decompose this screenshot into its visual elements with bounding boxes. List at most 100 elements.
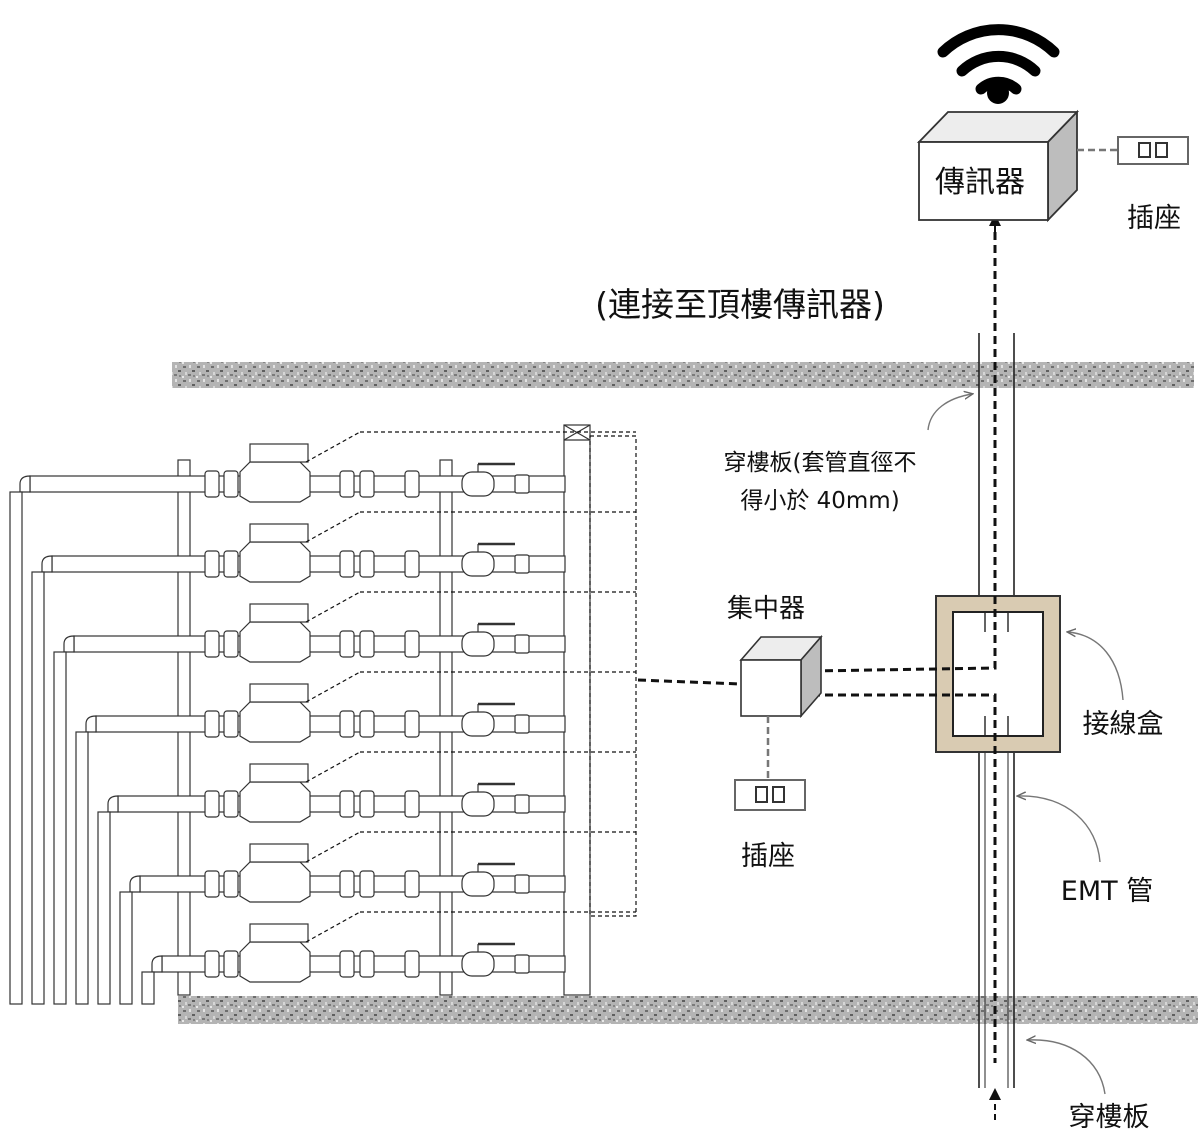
pipe-union [339, 550, 355, 578]
pipe-union [359, 790, 375, 818]
pipe-union [339, 790, 355, 818]
pipe-union [514, 474, 530, 494]
ball-valve-icon [461, 551, 495, 577]
pipe-union [404, 790, 420, 818]
meter-leader [305, 671, 361, 703]
pipe-union [359, 630, 375, 658]
meter-row [85, 671, 636, 743]
meter-row [107, 751, 636, 823]
pipe-union [339, 470, 355, 498]
pipe-union [404, 710, 420, 738]
pipe-union [223, 470, 239, 498]
wifi-icon-dot [987, 82, 1009, 104]
pipe-union [204, 950, 220, 978]
pipe-union [359, 470, 375, 498]
meter-leader [305, 751, 361, 783]
meter-register [249, 523, 309, 543]
riser-pipe [119, 891, 133, 1005]
water-meter-icon [239, 621, 311, 663]
pipe-union [359, 950, 375, 978]
riser-pipe [97, 811, 111, 1005]
pipe-union [404, 470, 420, 498]
pipe-union [514, 794, 530, 814]
pipe-union [223, 630, 239, 658]
pipe-union [223, 870, 239, 898]
pipe-union [359, 550, 375, 578]
pipe-union [339, 630, 355, 658]
water-meter-icon [239, 861, 311, 903]
ball-valve-icon [461, 791, 495, 817]
pipe-union [514, 634, 530, 654]
water-meter-icon [239, 461, 311, 503]
upper-floor-slab [172, 362, 1194, 388]
pipe-union [404, 950, 420, 978]
meter-row [129, 831, 636, 903]
connect-note: (連接至頂樓傳訊器) [595, 285, 885, 324]
transmitter-box [916, 109, 1080, 223]
pipe-elbow [85, 715, 97, 733]
pipe-union [223, 950, 239, 978]
meter-enclosure-outline [589, 435, 637, 917]
sleeve-pointer [927, 394, 972, 431]
supply-pipe [95, 715, 566, 733]
meter-row [19, 431, 636, 503]
pipe-union [404, 630, 420, 658]
riser-pipe [31, 571, 45, 1005]
junction-box-label: 接線盒 [1083, 709, 1164, 740]
pipe-elbow [129, 875, 141, 893]
meter-manifold [9, 424, 637, 1005]
pipe-elbow [19, 475, 31, 493]
riser-pipe [141, 971, 155, 1005]
pipe-union [339, 710, 355, 738]
meter-register [249, 843, 309, 863]
pipe-union [204, 470, 220, 498]
water-meter-icon [239, 781, 311, 823]
water-meter-icon [239, 701, 311, 743]
lower-floor-slab [178, 996, 1198, 1024]
floor-penetration-pointer [1028, 1040, 1106, 1095]
meter-row [151, 911, 636, 983]
emt-pointer [1018, 796, 1101, 863]
meter-register [249, 763, 309, 783]
pipe-union [514, 954, 530, 974]
ball-valve-icon [461, 471, 495, 497]
pipe-union [339, 950, 355, 978]
sleeve-note-line1: 穿樓板(套管直徑不 [724, 450, 917, 476]
transmitter-label: 傳訊器 [935, 165, 1025, 200]
meter-register [249, 443, 309, 463]
pipe-elbow [41, 555, 53, 573]
pipe-union [204, 630, 220, 658]
pipe-union [223, 790, 239, 818]
pipe-union [204, 710, 220, 738]
concentrator-box [739, 634, 823, 719]
outlet-mid-label: 插座 [741, 841, 795, 872]
pipe-union [404, 550, 420, 578]
pipe-union [359, 710, 375, 738]
pipe-union [514, 874, 530, 894]
pipe-union [204, 790, 220, 818]
water-meter-icon [239, 541, 311, 583]
riser-pipe [53, 651, 67, 1005]
ball-valve-icon [461, 951, 495, 977]
meter-register [249, 603, 309, 623]
sleeve-note-line2: 得小於 40mm) [740, 488, 899, 514]
riser-pipe [9, 491, 23, 1005]
meter-register [249, 683, 309, 703]
meter-leader [305, 831, 361, 863]
support-frame [177, 424, 591, 996]
water-meter-icon [239, 941, 311, 983]
junction-pointer [1068, 632, 1124, 701]
ball-valve-icon [461, 711, 495, 737]
riser-pipe [75, 731, 89, 1005]
meter-leader [305, 911, 361, 943]
pipe-union [404, 870, 420, 898]
junction-box-conduit-stubs [984, 612, 1009, 736]
wifi-icon [937, 24, 1060, 95]
meter-row [63, 591, 636, 663]
pipe-union [204, 870, 220, 898]
concentrator-label: 集中器 [727, 594, 805, 624]
pipe-union [223, 710, 239, 738]
pipe-union [359, 870, 375, 898]
ball-valve-icon [461, 631, 495, 657]
